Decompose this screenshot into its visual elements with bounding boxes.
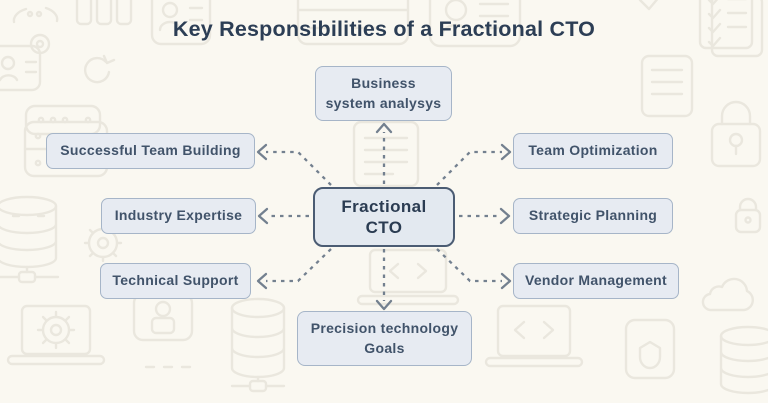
checkmark-icon	[638, 0, 659, 11]
connector-right	[459, 207, 511, 225]
node-strategic-planning: Strategic Planning	[513, 198, 673, 234]
node-label: Team Optimization	[528, 142, 658, 159]
laptop-code-icon	[484, 304, 584, 368]
connector-bottom	[375, 249, 393, 311]
document-icon	[352, 120, 420, 188]
node-label: Business system analysys	[325, 75, 442, 111]
node-team-optimization: Team Optimization	[513, 133, 673, 169]
document-icon	[640, 54, 694, 118]
node-industry-expertise: Industry Expertise	[101, 198, 256, 234]
ellipsis-icon	[12, 6, 59, 24]
lock-icon	[734, 197, 762, 234]
connector-top	[375, 122, 393, 184]
id-badge-icon	[0, 33, 51, 92]
connector-left	[257, 207, 309, 225]
connector-top-right	[436, 143, 512, 186]
node-precision-technology-goals: Precision technology Goals	[297, 311, 472, 366]
database-icon	[230, 297, 286, 393]
padlock-icon	[710, 100, 762, 168]
laptop-gear-icon	[6, 304, 106, 366]
window-icon	[296, 0, 410, 46]
center-node-label: Fractional CTO	[341, 196, 427, 237]
node-label: Successful Team Building	[60, 142, 241, 159]
node-vendor-management: Vendor Management	[513, 263, 679, 299]
refresh-icon	[83, 54, 116, 84]
profile-card-icon	[150, 0, 212, 46]
shield-box-icon	[624, 318, 676, 380]
connector-bottom-right	[436, 248, 512, 290]
node-business-system-analysis: Business system analysys	[315, 66, 452, 121]
laptop-code-icon	[356, 248, 460, 306]
cloud-icon	[701, 277, 754, 312]
bar-chart-icon	[75, 0, 133, 26]
node-label: Vendor Management	[524, 272, 668, 289]
page-title: Key Responsibilities of a Fractional CTO	[172, 17, 596, 41]
node-label: Technical Support	[112, 272, 239, 289]
node-label: Strategic Planning	[528, 207, 658, 224]
database-network-icon	[0, 195, 60, 284]
node-successful-team-building: Successful Team Building	[46, 133, 255, 169]
connector-top-left	[256, 143, 332, 186]
database-icon	[719, 325, 768, 395]
checklist-icon	[698, 0, 764, 58]
node-technical-support: Technical Support	[100, 263, 251, 299]
connector-bottom-left	[256, 248, 332, 290]
center-node-fractional-cto: Fractional CTO	[313, 187, 455, 247]
node-label: Precision technology Goals	[310, 320, 459, 356]
node-label: Industry Expertise	[114, 207, 243, 224]
profile-card-icon	[428, 0, 522, 48]
